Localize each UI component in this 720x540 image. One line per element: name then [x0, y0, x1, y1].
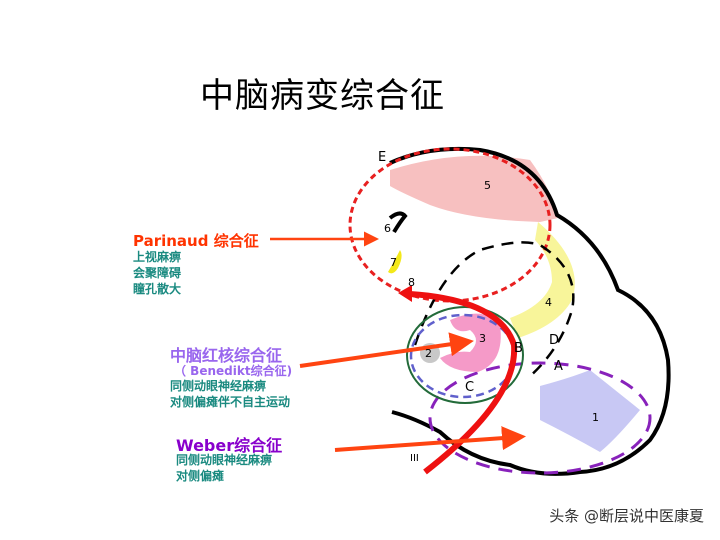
symptom: 对侧偏瘫伴不自主运动 [170, 395, 291, 409]
symptom: 会聚障碍 [133, 266, 182, 280]
label-5: 5 [484, 179, 491, 192]
benedikt-title: 中脑红核综合征 [170, 346, 283, 365]
label-6: 6 [384, 222, 391, 235]
region-4-yellow [510, 222, 575, 338]
benedikt-alias: （ Benedikt综合征) [174, 364, 293, 378]
weber-title: Weber综合征 [176, 436, 283, 455]
label-C: C [465, 380, 474, 395]
symptom: 对侧偏瘫 [176, 469, 225, 483]
parinaud-title: Parinaud 综合征 [133, 232, 259, 250]
benedikt-symptoms: 同侧动眼神经麻痹 对侧偏瘫伴不自主运动 [170, 378, 290, 410]
aqueduct-mark [388, 211, 408, 234]
symptom: 瞳孔散大 [133, 282, 182, 296]
label-E: E [378, 150, 386, 165]
region-3-red-nucleus [440, 313, 501, 372]
label-4: 4 [545, 296, 552, 309]
label-A: A [554, 359, 563, 374]
nerve-arrowhead [398, 285, 412, 302]
symptom: 上视麻痹 [133, 250, 182, 264]
label-1: 1 [592, 411, 599, 424]
weber-symptoms: 同侧动眼神经麻痹 对侧偏瘫 [176, 452, 272, 484]
weber-arrow [334, 426, 526, 452]
label-2: 2 [425, 347, 432, 360]
symptom: 同侧动眼神经麻痹 [176, 453, 273, 467]
label-B: B [514, 341, 523, 356]
slide-title: 中脑病变综合征 [200, 76, 445, 116]
label-3: 3 [479, 332, 486, 345]
weber-zone [428, 361, 652, 475]
symptom: 同侧动眼神经麻痹 [170, 379, 267, 393]
oculomotor-nerve-path [409, 291, 518, 475]
region-7-yellow [388, 250, 402, 274]
region-1-blue [540, 370, 640, 452]
dashed-arc-D [413, 241, 575, 379]
region-5-tectum [390, 155, 558, 222]
label-III: III [410, 453, 419, 464]
benedikt-arrow [299, 332, 474, 368]
label-D: D [549, 333, 559, 348]
label-7: 7 [390, 256, 397, 269]
parinaud-zone [348, 147, 552, 303]
midbrain-outline [389, 146, 671, 476]
watermark: 头条 @断层说中医康夏 [549, 507, 704, 525]
label-8: 8 [408, 276, 415, 289]
green-zone [406, 306, 524, 404]
parinaud-symptoms: 上视麻痹 会聚障碍 瞳孔散大 [133, 249, 181, 297]
